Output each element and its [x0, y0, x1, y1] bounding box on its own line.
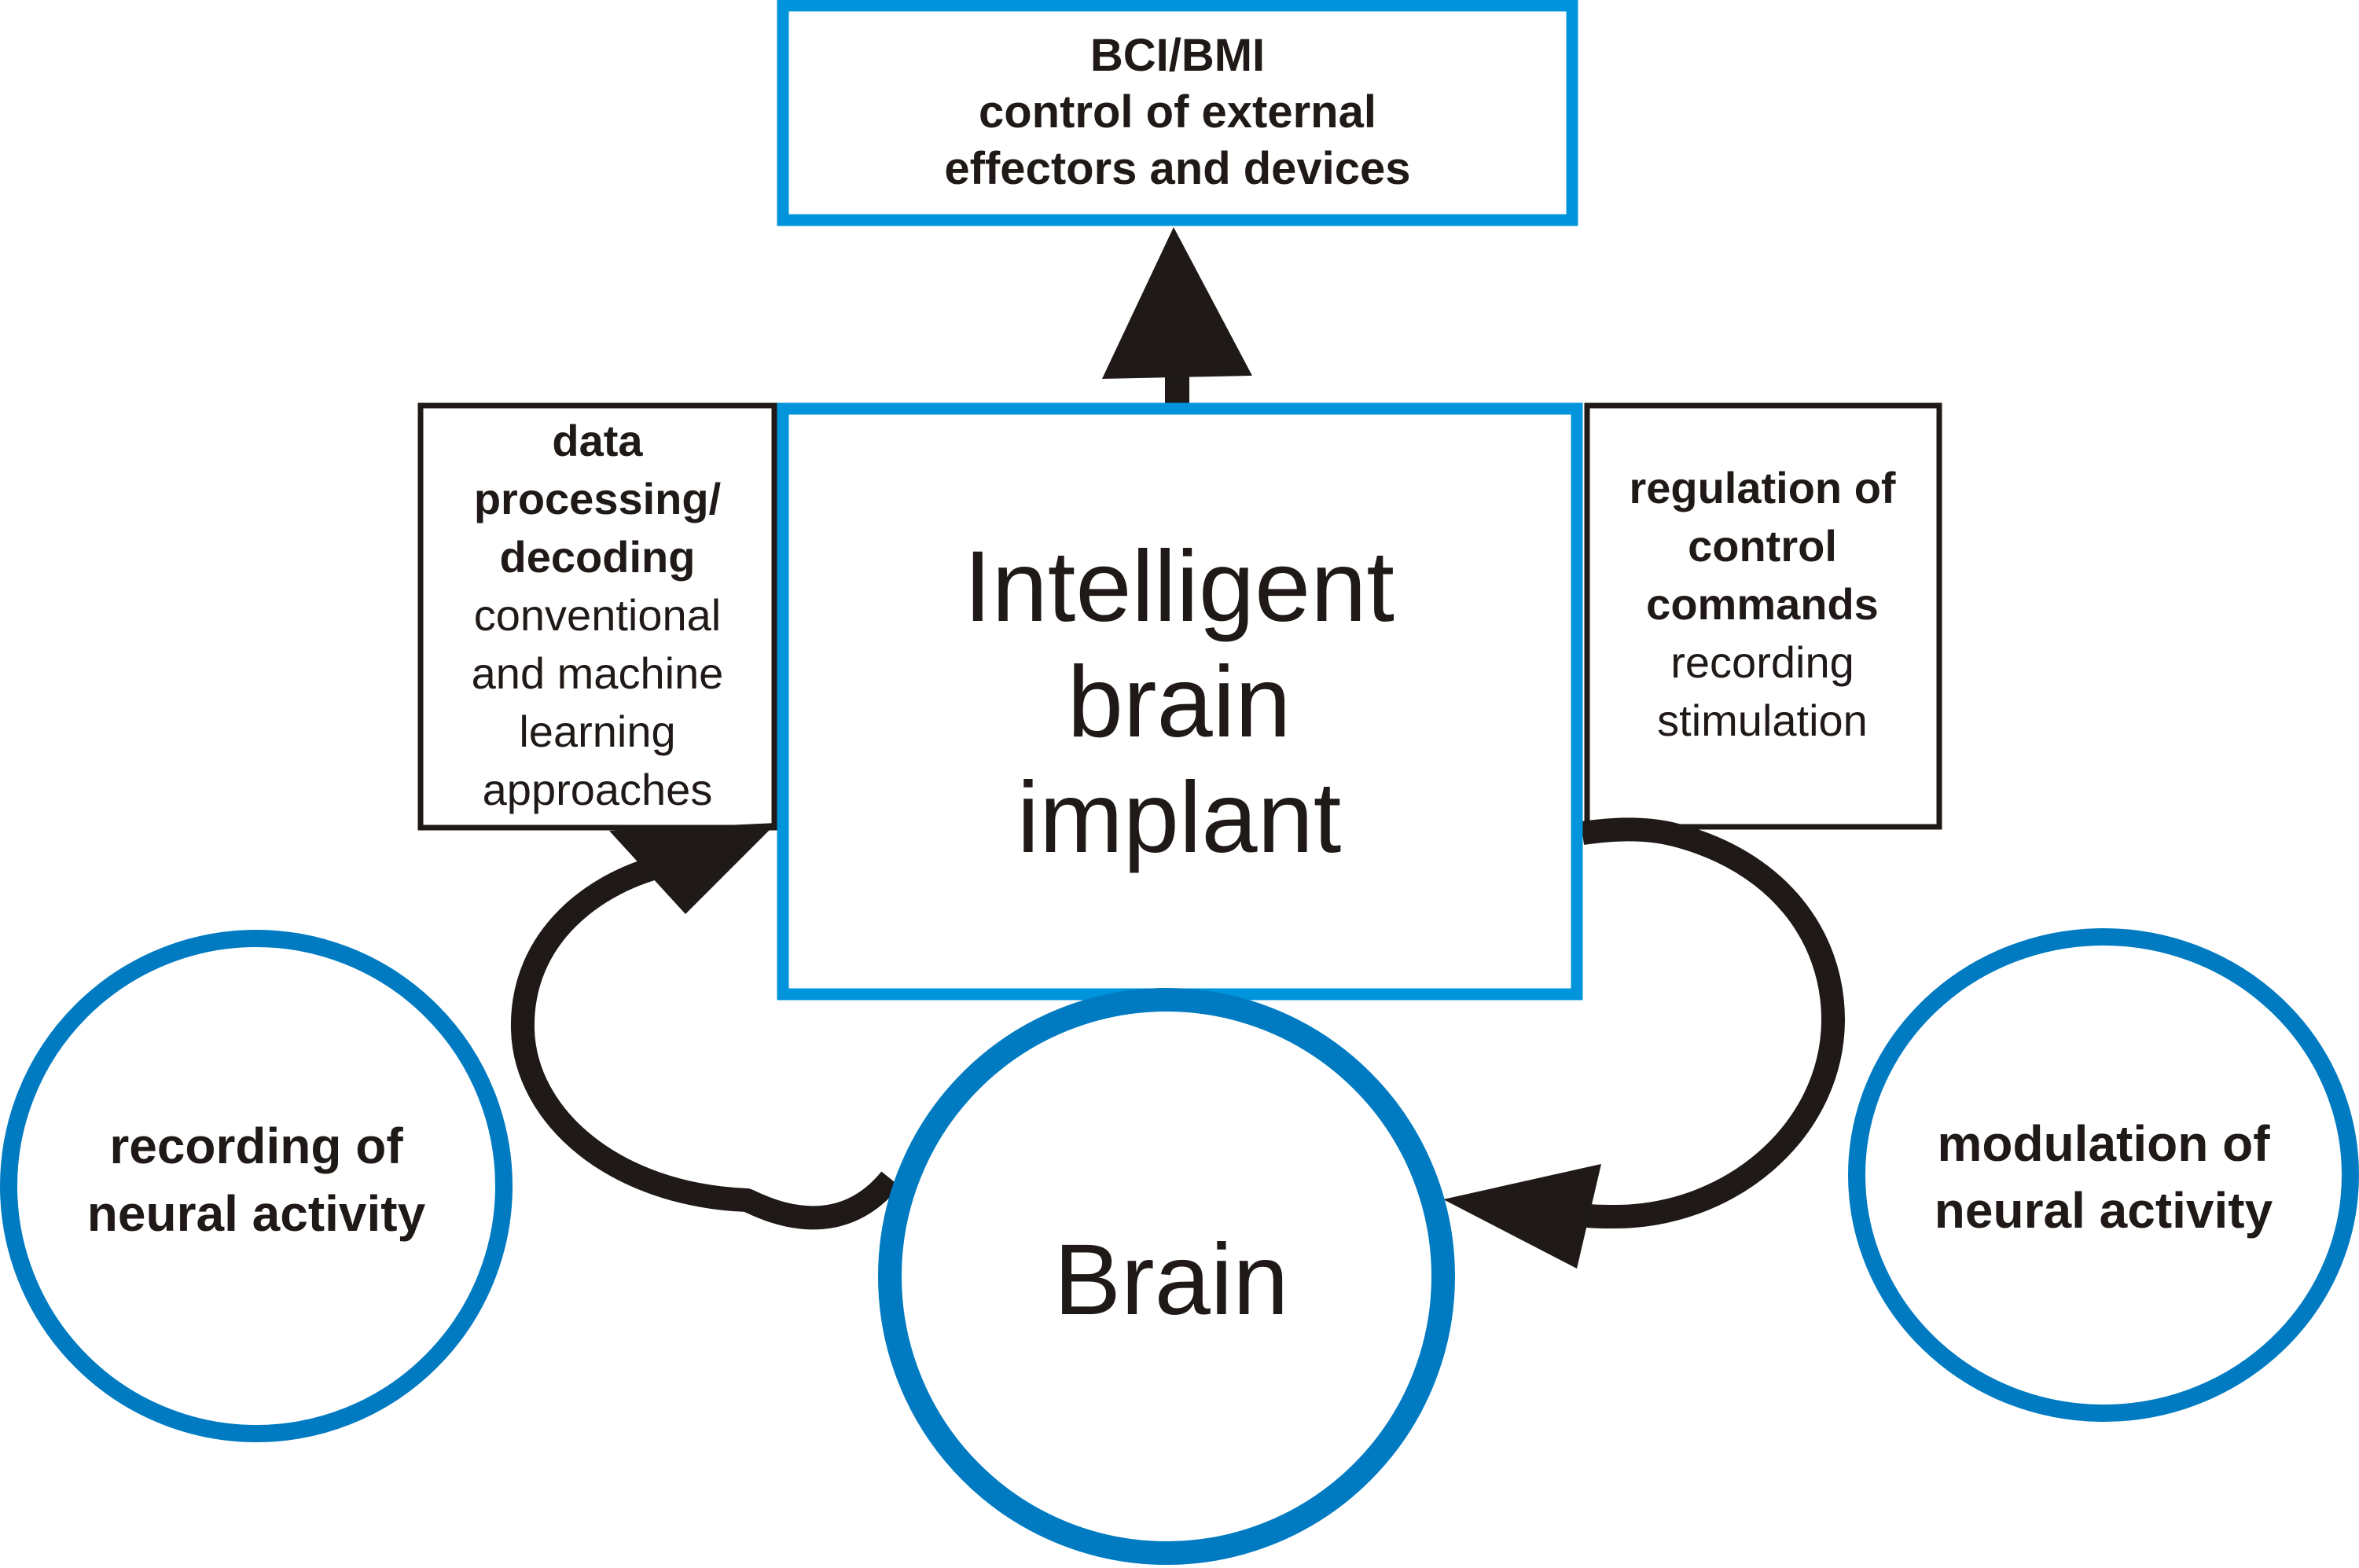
implant-box-frame: [777, 402, 1583, 1001]
regulation-box-frame: [1584, 402, 1942, 830]
bci-bmi-title: BCI/BMI: [1090, 30, 1265, 81]
bci-bmi-line-2: control of external: [979, 86, 1376, 138]
modulation-circle: modulation of neural activity: [1848, 928, 2359, 1422]
implant-title-line-3: implant: [1017, 762, 1342, 874]
right-loop-curve: [1574, 817, 1846, 1229]
regulation-bold-3: commands: [1646, 579, 1879, 629]
regulation-bold-2: control: [1688, 521, 1837, 571]
bci-bmi-box-frame: [777, 0, 1578, 226]
recording-circle-outline: [0, 930, 513, 1442]
data-processing-box-frame: [417, 402, 777, 831]
arrow-up-head: [1102, 227, 1252, 379]
data-processing-box: data processing/ decoding conventional a…: [417, 402, 777, 831]
data-processing-bold-2: processing/: [474, 474, 722, 523]
recording-line-1: recording of: [109, 1118, 403, 1174]
data-processing-bold-3: decoding: [500, 532, 696, 582]
recording-circle: recording of neural activity: [0, 930, 513, 1442]
right-loop-arrowhead: [1443, 1164, 1601, 1269]
modulation-line-2: neural activity: [1935, 1182, 2273, 1239]
data-processing-line-2: and machine: [472, 648, 724, 698]
left-loop-curve: [510, 853, 900, 1230]
arrow-implant-to-bci: [1102, 227, 1252, 406]
regulation-box: regulation of control commands recording…: [1584, 402, 1942, 830]
left-loop-arrowhead: [609, 823, 777, 914]
modulation-circle-outline: [1848, 928, 2359, 1422]
brain-circle: Brain: [878, 988, 1455, 1565]
brain-label: Brain: [1054, 1224, 1289, 1336]
regulation-line-2: stimulation: [1657, 696, 1868, 745]
implant-box: Intelligent brain implant: [777, 402, 1583, 1001]
bci-bmi-box: BCI/BMI control of external effectors an…: [777, 0, 1578, 226]
bci-bmi-line-3: effectors and devices: [944, 143, 1410, 194]
regulation-line-1: recording: [1670, 637, 1854, 687]
arrow-brain-to-implant: [510, 823, 900, 1230]
data-processing-line-4: approaches: [483, 765, 713, 814]
recording-line-2: neural activity: [87, 1185, 426, 1242]
data-processing-line-1: conventional: [474, 590, 721, 640]
modulation-line-1: modulation of: [1937, 1115, 2270, 1172]
data-processing-bold-1: data: [552, 416, 643, 465]
arrow-implant-to-brain: [1443, 817, 1846, 1269]
data-processing-line-3: learning: [519, 707, 675, 756]
implant-title-line-1: Intelligent: [964, 531, 1394, 643]
brain-circle-outline: [878, 988, 1455, 1565]
regulation-bold-1: regulation of: [1629, 463, 1895, 512]
implant-title-line-2: brain: [1067, 646, 1292, 758]
